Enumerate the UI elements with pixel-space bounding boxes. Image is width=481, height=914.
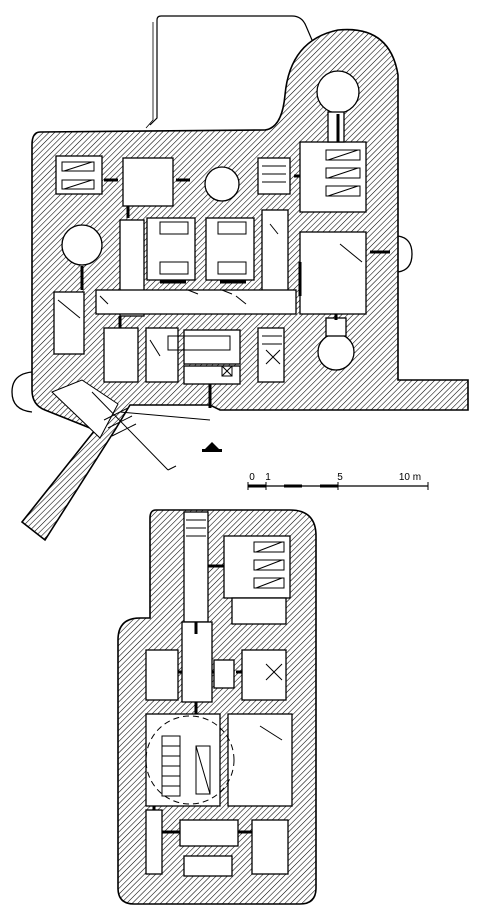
entrance-ramp — [51, 379, 211, 471]
lower-level-plan — [117, 509, 317, 905]
lower-corridor-south — [145, 809, 163, 875]
passage-ne — [327, 111, 345, 143]
lower-hall-east — [227, 713, 293, 807]
turret-west — [61, 224, 103, 266]
corridor-cross — [95, 289, 297, 315]
lower-room-south-small — [183, 855, 233, 877]
room-stair-n — [257, 157, 291, 195]
upper-outer-outline-inner — [145, 22, 154, 129]
room-south-2 — [145, 327, 179, 383]
upper-level-plan — [11, 15, 469, 542]
room-bunk-center-left — [146, 217, 196, 281]
room-south-1 — [103, 327, 139, 383]
lower-rooms — [145, 511, 293, 877]
side-bastion-east — [397, 235, 413, 273]
upper-concrete-mass — [20, 28, 469, 542]
room-south-3 — [183, 329, 241, 365]
upper-doors — [80, 114, 390, 408]
upper-outer-outline — [149, 15, 313, 126]
scale-label-1: 1 — [265, 472, 271, 483]
lower-doors — [152, 564, 252, 834]
lower-bunk-room — [223, 535, 291, 599]
entrance-arrow-icon — [204, 442, 220, 450]
room-nw-small — [122, 157, 174, 207]
lower-hall-west — [145, 713, 221, 807]
scale-bar: 0 1 5 10 m — [247, 472, 429, 490]
turret-ne — [316, 70, 360, 114]
lower-corridor — [181, 621, 213, 703]
room-bunk-center-right — [205, 217, 255, 281]
upper-furniture — [57, 149, 363, 377]
scale-label-5: 5 — [337, 472, 343, 483]
lower-room-west — [145, 649, 179, 701]
turret-mid — [204, 166, 240, 202]
passage-se — [325, 317, 347, 337]
turret-se — [317, 333, 355, 371]
lower-bunk-room-annex — [231, 597, 287, 625]
lower-room-mid-small — [213, 659, 235, 689]
scale-label-0: 0 — [249, 472, 255, 483]
entrance-arrow-base — [202, 449, 222, 452]
room-west-small — [53, 291, 85, 355]
lower-furniture — [145, 519, 285, 805]
lower-room-south-east — [251, 819, 289, 875]
room-east-large — [299, 231, 367, 315]
side-bastion-west — [11, 371, 33, 413]
room-bunk-ne — [299, 141, 367, 213]
lower-shaft-north — [183, 511, 209, 623]
scale-label-10m: 10 m — [399, 472, 421, 483]
lower-room-stair-east — [241, 649, 287, 701]
lower-room-south-mid — [179, 819, 239, 847]
